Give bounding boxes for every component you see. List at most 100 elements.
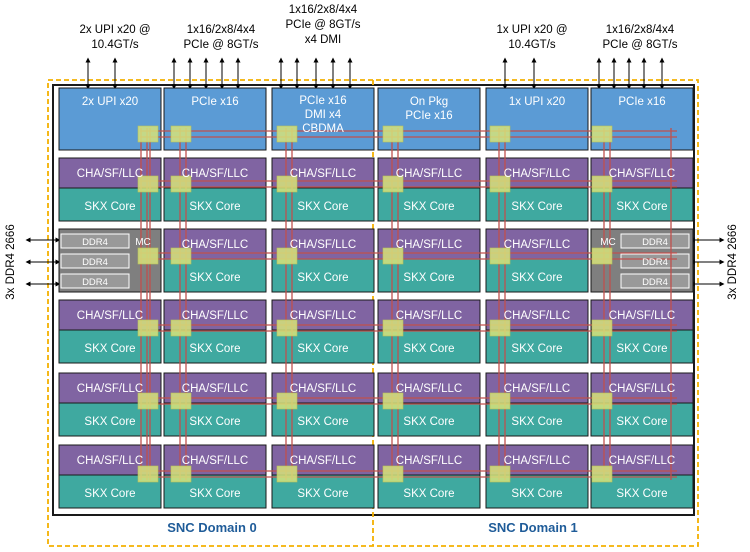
- mesh-stop-5-5: [591, 465, 613, 483]
- skx-core-label: SKX Core: [189, 201, 240, 213]
- ddr4-channel: [60, 253, 130, 269]
- ddr-label-left: 3x DDR4 2666: [5, 224, 17, 299]
- mesh-stop-5-0: [137, 465, 159, 483]
- cha-sf-llc-label: CHA/SF/LLC: [396, 239, 462, 251]
- snc-domain-0-label: SNC Domain 0: [167, 520, 257, 535]
- skx-core-block: [377, 258, 481, 293]
- cha-sf-llc-label: CHA/SF/LLC: [396, 455, 462, 467]
- cha-sf-llc-label: CHA/SF/LLC: [182, 239, 248, 251]
- skx-core-label: SKX Core: [403, 201, 454, 213]
- cha-sf-llc-label: CHA/SF/LLC: [504, 383, 570, 395]
- io-tile-label-4: 1x UPI x20: [509, 96, 565, 108]
- skx-core-label: SKX Core: [616, 488, 667, 500]
- skx-core-label: SKX Core: [297, 343, 348, 355]
- mesh-stop-4-5: [591, 392, 613, 410]
- skx-core-label: SKX Core: [84, 416, 135, 428]
- ddr4-channel: [620, 273, 690, 289]
- cha-sf-llc-label: CHA/SF/LLC: [609, 168, 675, 180]
- mesh-stop-2-2: [276, 247, 298, 265]
- mesh-stop-0-3: [382, 125, 404, 143]
- mesh-stop-3-4: [489, 319, 511, 337]
- cha-sf-llc-label: CHA/SF/LLC: [290, 168, 356, 180]
- skx-core-label: SKX Core: [189, 488, 240, 500]
- io-tile-label-5: PCIe x16: [618, 96, 665, 108]
- ddr4-channel-label: DDR4: [82, 237, 108, 248]
- ddr4-channel-label: DDR4: [642, 257, 668, 268]
- skx-core-label: SKX Core: [616, 201, 667, 213]
- ddr4-channel: [620, 233, 690, 249]
- top-io-label-2: 1x16/2x8/4x4: [289, 4, 358, 16]
- skx-core-block: [271, 258, 375, 293]
- skx-core-label: SKX Core: [189, 272, 240, 284]
- io-tile-label-1: PCIe x16: [191, 96, 238, 108]
- top-io-label-4: 1x16/2x8/4x4: [606, 24, 675, 36]
- skx-core-block: [377, 187, 481, 222]
- ddr4-channel-label: DDR4: [642, 237, 668, 248]
- tile-layer: [58, 87, 694, 509]
- io-tile-label-2: DMI x4: [305, 109, 342, 121]
- skx-core-label: SKX Core: [84, 343, 135, 355]
- mesh-stop-1-2: [276, 175, 298, 193]
- skx-core-label: SKX Core: [511, 488, 562, 500]
- cha-sf-llc-label: CHA/SF/LLC: [609, 383, 675, 395]
- io-tile-label-0: 2x UPI x20: [82, 96, 138, 108]
- cha-sf-llc-label: CHA/SF/LLC: [182, 455, 248, 467]
- skx-core-label: SKX Core: [84, 201, 135, 213]
- skx-core-block: [485, 187, 589, 222]
- mesh-stop-1-1: [170, 175, 192, 193]
- top-io-label-2: PCIe @ 8GT/s: [286, 19, 361, 31]
- mesh-stop-2-5: [591, 247, 613, 265]
- cha-sf-llc-label: CHA/SF/LLC: [290, 383, 356, 395]
- mesh-stop-0-1: [170, 125, 192, 143]
- mesh-stop-0-2: [276, 125, 298, 143]
- ddr4-channel: [60, 233, 130, 249]
- cha-sf-llc-label: CHA/SF/LLC: [182, 168, 248, 180]
- cha-sf-llc-block: [485, 157, 589, 189]
- skx-core-label: SKX Core: [403, 416, 454, 428]
- ddr4-channel-label: DDR4: [642, 277, 668, 288]
- skx-core-label: SKX Core: [189, 416, 240, 428]
- mesh-stop-4-3: [382, 392, 404, 410]
- cha-sf-llc-label: CHA/SF/LLC: [290, 455, 356, 467]
- top-io-label-2: x4 DMI: [305, 34, 341, 46]
- skx-core-label: SKX Core: [297, 416, 348, 428]
- mesh-stop-2-4: [489, 247, 511, 265]
- mesh-stop-4-2: [276, 392, 298, 410]
- mesh-stop-0-0: [137, 125, 159, 143]
- mesh-stop-2-3: [382, 247, 404, 265]
- mesh-stop-5-3: [382, 465, 404, 483]
- skx-core-label: SKX Core: [511, 201, 562, 213]
- skx-core-label: SKX Core: [616, 343, 667, 355]
- cha-sf-llc-label: CHA/SF/LLC: [77, 310, 143, 322]
- skx-core-block: [590, 187, 694, 222]
- mesh-stop-3-5: [591, 319, 613, 337]
- mesh-stop-3-3: [382, 319, 404, 337]
- io-tile-label-2: PCIe x16: [299, 95, 346, 107]
- mesh-stop-1-3: [382, 175, 404, 193]
- top-io-label-3: 10.4GT/s: [508, 39, 556, 51]
- mesh-stop-1-0: [137, 175, 159, 193]
- mesh-stop-2-0: [137, 247, 159, 265]
- mesh-stop-3-1: [170, 319, 192, 337]
- skx-core-label: SKX Core: [297, 272, 348, 284]
- mesh-stop-4-1: [170, 392, 192, 410]
- ddr4-channel: [620, 253, 690, 269]
- memory-controller-label: MC: [135, 237, 151, 248]
- skx-core-label: SKX Core: [511, 272, 562, 284]
- io-tile-label-3: PCIe x16: [405, 110, 452, 122]
- ddr4-channel-label: DDR4: [82, 257, 108, 268]
- skx-core-label: SKX Core: [84, 488, 135, 500]
- mesh-stop-0-4: [489, 125, 511, 143]
- cha-sf-llc-label: CHA/SF/LLC: [77, 383, 143, 395]
- skx-core-label: SKX Core: [403, 343, 454, 355]
- skx-core-label: SKX Core: [403, 272, 454, 284]
- cha-sf-llc-label: CHA/SF/LLC: [290, 310, 356, 322]
- mesh-stop-4-4: [489, 392, 511, 410]
- mesh-stop-5-4: [489, 465, 511, 483]
- ddr4-channel: [60, 273, 130, 289]
- cha-sf-llc-label: CHA/SF/LLC: [396, 383, 462, 395]
- skx-core-label: SKX Core: [511, 343, 562, 355]
- mesh-layer: [137, 125, 677, 483]
- skx-core-block: [485, 258, 589, 293]
